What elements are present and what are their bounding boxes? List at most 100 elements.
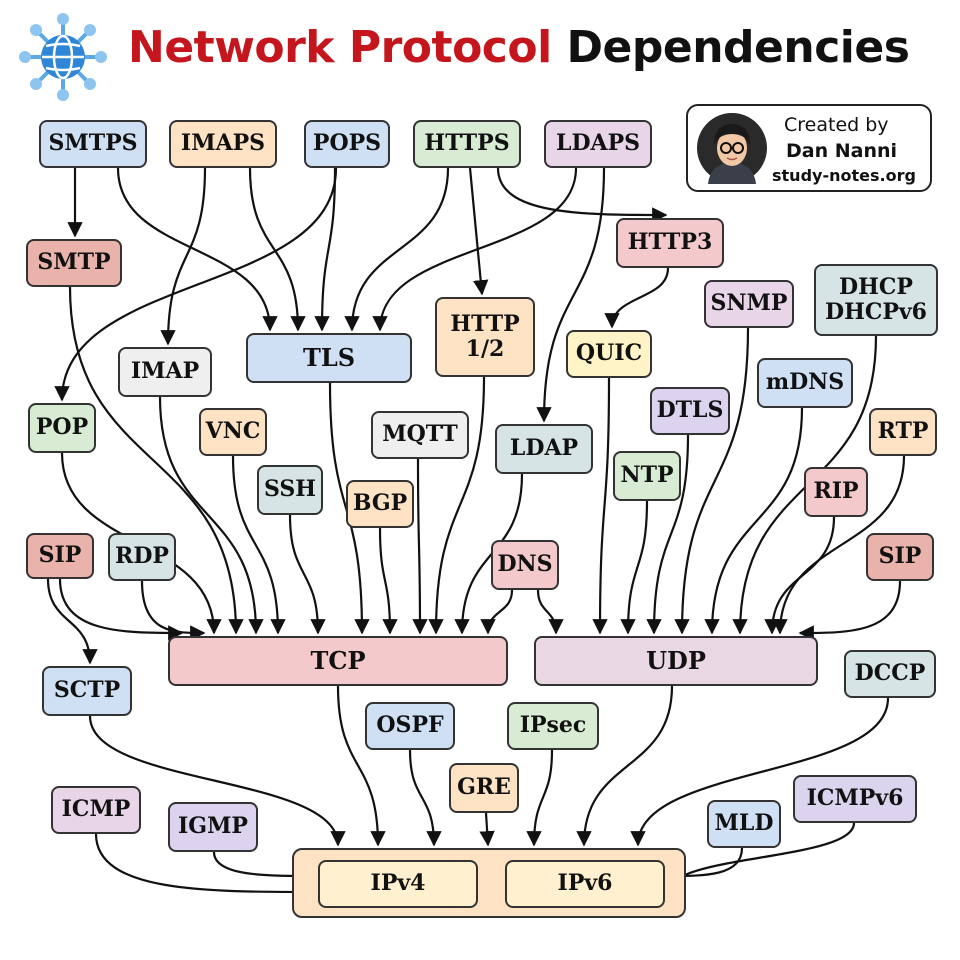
node-icmpv6: ICMPv6 — [793, 775, 917, 823]
node-tcp: TCP — [168, 636, 508, 686]
arrow-vnc-to-tcp — [231, 455, 286, 635]
arrow-https-to-http3 — [496, 167, 668, 223]
arrow-http3-to-quic — [604, 267, 670, 329]
node-label: RIP — [813, 478, 859, 505]
node-imap: IMAP — [118, 347, 212, 397]
arrow-mdns-to-udp — [704, 407, 804, 635]
node-icmp: ICMP — [51, 786, 141, 834]
node-mld: MLD — [707, 800, 781, 848]
node-label: LDAPS — [555, 130, 641, 157]
node-label: SCTP — [53, 677, 121, 704]
arrow-imap-to-tcp — [158, 396, 264, 635]
arrow-ospf-to-ipv4 — [408, 749, 442, 847]
node-udp: UDP — [534, 636, 818, 686]
node-label: POPS — [312, 130, 382, 157]
node-label: SIP — [878, 543, 922, 570]
author-name: Dan Nanni — [786, 140, 898, 162]
node-label: SMTP — [37, 249, 111, 276]
arrow-dns-to-tcp — [480, 589, 514, 635]
node-label: LDAP — [509, 435, 579, 462]
node-igmp: IGMP — [168, 802, 258, 852]
node-snmp: SNMP — [704, 280, 794, 328]
node-bgp: BGP — [346, 480, 414, 528]
node-mqtt: MQTT — [371, 411, 469, 459]
node-label: HTTP3 — [627, 229, 713, 256]
node-pops: POPS — [304, 120, 390, 168]
node-imaps: IMAPS — [169, 120, 277, 168]
arrow-sip2-to-udp — [798, 580, 902, 641]
node-label: MQTT — [382, 421, 458, 448]
node-label: POP — [35, 414, 89, 441]
node-tls: TLS — [246, 333, 412, 383]
node-label: RDP — [115, 543, 169, 570]
node-ospf: OSPF — [365, 702, 455, 750]
node-ldap: LDAP — [495, 424, 593, 474]
network-globe-icon — [19, 13, 107, 101]
node-label: BGP — [352, 490, 408, 517]
node-label: UDP — [646, 646, 706, 676]
node-label: NTP — [620, 462, 674, 489]
node-label: SSH — [263, 476, 317, 503]
arrow-rtp-to-udp — [772, 455, 906, 635]
title-rest: Dependencies — [566, 22, 910, 73]
author-avatar — [697, 113, 767, 184]
node-label: HTTP 1/2 — [450, 310, 520, 362]
arrow-https-to-http12 — [468, 167, 489, 296]
node-label: VNC — [205, 418, 261, 445]
node-label: IPsec — [519, 712, 587, 739]
arrow-dtls-to-udp — [646, 434, 690, 635]
arrow-smtps-to-tls — [116, 167, 278, 332]
node-label: QUIC — [575, 340, 643, 367]
arrow-pops-to-pop — [54, 167, 338, 402]
node-pop: POP — [28, 403, 96, 453]
arrow-snmp-to-udp — [674, 327, 750, 635]
node-sip-right: SIP — [866, 533, 934, 581]
author-site: study-notes.org — [772, 166, 916, 185]
node-gre: GRE — [449, 763, 519, 813]
node-sctp: SCTP — [42, 666, 132, 716]
node-rip: RIP — [804, 467, 868, 517]
arrow-quic-to-udp — [592, 377, 611, 635]
node-label: TLS — [302, 343, 356, 373]
node-label: IGMP — [178, 813, 248, 840]
title-highlight: Network Protocol — [128, 22, 552, 73]
node-dtls: DTLS — [650, 387, 730, 435]
node-ipv6: IPv6 — [505, 860, 665, 908]
node-ntp: NTP — [613, 451, 681, 501]
node-vnc: VNC — [199, 408, 267, 456]
arrow-sip1-to-tcp — [58, 578, 184, 641]
node-smtps: SMTPS — [39, 120, 147, 168]
node-http3: HTTP3 — [616, 218, 724, 268]
node-label: DNS — [497, 551, 553, 578]
node-dccp: DCCP — [844, 650, 936, 698]
arrow-sctp-to-ipv4 — [88, 715, 346, 847]
arrow-http12-to-tcp — [428, 376, 486, 635]
arrow-https-to-tls — [344, 167, 450, 332]
arrow-dccp-to-ipv6 — [630, 697, 890, 847]
arrow-ipsec-to-ipv4 — [526, 749, 554, 847]
node-label: GRE — [457, 774, 511, 801]
node-label: SNMP — [710, 290, 788, 317]
arrow-tcp-to-ipv4 — [336, 685, 386, 847]
node-label: ICMPv6 — [806, 785, 904, 812]
arrow-ntp-to-udp — [620, 500, 649, 635]
node-label: mDNS — [765, 369, 845, 396]
arrow-sip1-to-sctp — [46, 578, 98, 665]
node-label: ICMP — [61, 796, 131, 823]
arrow-ldaps-to-tls — [372, 167, 578, 332]
arrow-gre-to-ipv4 — [479, 812, 495, 847]
node-ipsec: IPsec — [507, 702, 599, 750]
node-label: DHCP DHCPv6 — [824, 273, 927, 325]
arrow-icmp-to-ipv4 — [94, 833, 317, 900]
arrow-rdp-to-tcp — [140, 580, 206, 641]
arrow-smtp-to-tcp — [68, 286, 244, 635]
node-label: IMAPS — [180, 130, 266, 157]
node-mdns: mDNS — [757, 358, 853, 408]
node-https: HTTPS — [413, 120, 521, 168]
node-dns: DNS — [491, 540, 559, 590]
node-label: HTTPS — [424, 130, 510, 157]
arrow-imaps-to-imap — [160, 167, 207, 346]
credit-card: Created by Dan Nanni study-notes.org — [686, 104, 932, 192]
node-rdp: RDP — [108, 533, 176, 581]
